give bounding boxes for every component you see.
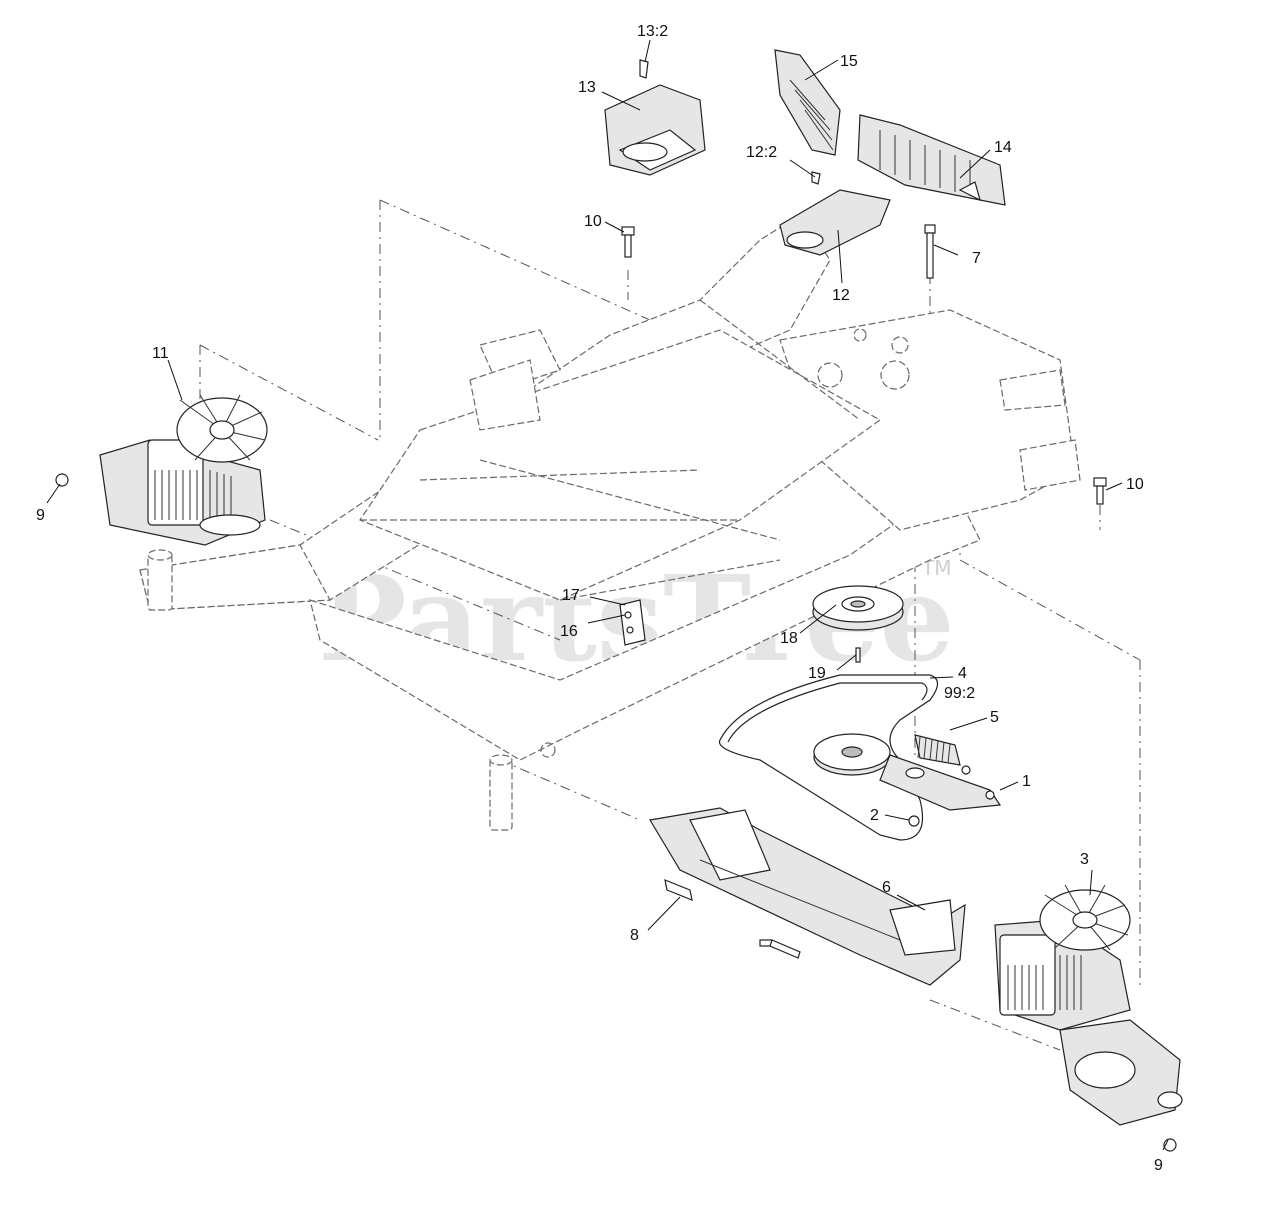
callout-7: 7 <box>972 250 981 267</box>
callout-labels: 13:2 13 15 12:2 14 10 7 12 11 9 10 17 16… <box>36 23 1163 1174</box>
callout-12: 12 <box>832 287 850 304</box>
part-1-idler-arm <box>813 733 1002 811</box>
part-18-pulley <box>812 585 904 631</box>
part-11-transmission-left <box>55 394 268 546</box>
callout-18: 18 <box>780 630 798 647</box>
callout-12-2: 12:2 <box>746 144 777 161</box>
part-6-bracket <box>649 807 966 986</box>
callout-2: 2 <box>870 807 879 824</box>
callout-13: 13 <box>578 79 596 96</box>
part-3-transmission-right <box>994 884 1183 1152</box>
callout-10-right: 10 <box>1126 476 1144 493</box>
parts-16-17 <box>619 599 646 646</box>
callout-6: 6 <box>882 879 891 896</box>
part-15-shield <box>774 49 841 156</box>
part-13-cover <box>604 59 706 176</box>
callout-9-left: 9 <box>36 507 45 524</box>
callout-1: 1 <box>1022 773 1031 790</box>
part-14-shield <box>857 114 1006 206</box>
callout-10-top: 10 <box>584 213 602 230</box>
chassis-frame <box>139 214 1081 831</box>
callout-17: 17 <box>562 587 580 604</box>
part-5-spring <box>914 734 971 775</box>
callout-99-2: 99:2 <box>944 685 975 702</box>
cooling-fan-right <box>1039 884 1131 951</box>
callout-11: 11 <box>152 345 169 362</box>
bolts <box>621 224 1107 505</box>
callout-3: 3 <box>1080 851 1089 868</box>
callout-8: 8 <box>630 927 639 944</box>
callout-9-bottom: 9 <box>1154 1157 1163 1174</box>
callout-19: 19 <box>808 665 826 682</box>
part-2-nut <box>908 815 920 827</box>
part-12-cover <box>779 171 891 256</box>
callout-14: 14 <box>994 139 1012 156</box>
callout-13-2: 13:2 <box>637 23 668 40</box>
callout-5: 5 <box>990 709 999 726</box>
leader-lines <box>46 39 1169 1151</box>
cooling-fan-left <box>176 394 268 463</box>
part-8-pin <box>664 879 693 901</box>
part-19-key <box>855 647 861 663</box>
callout-4: 4 <box>958 665 967 682</box>
callout-15: 15 <box>840 53 858 70</box>
callout-16: 16 <box>560 623 578 640</box>
